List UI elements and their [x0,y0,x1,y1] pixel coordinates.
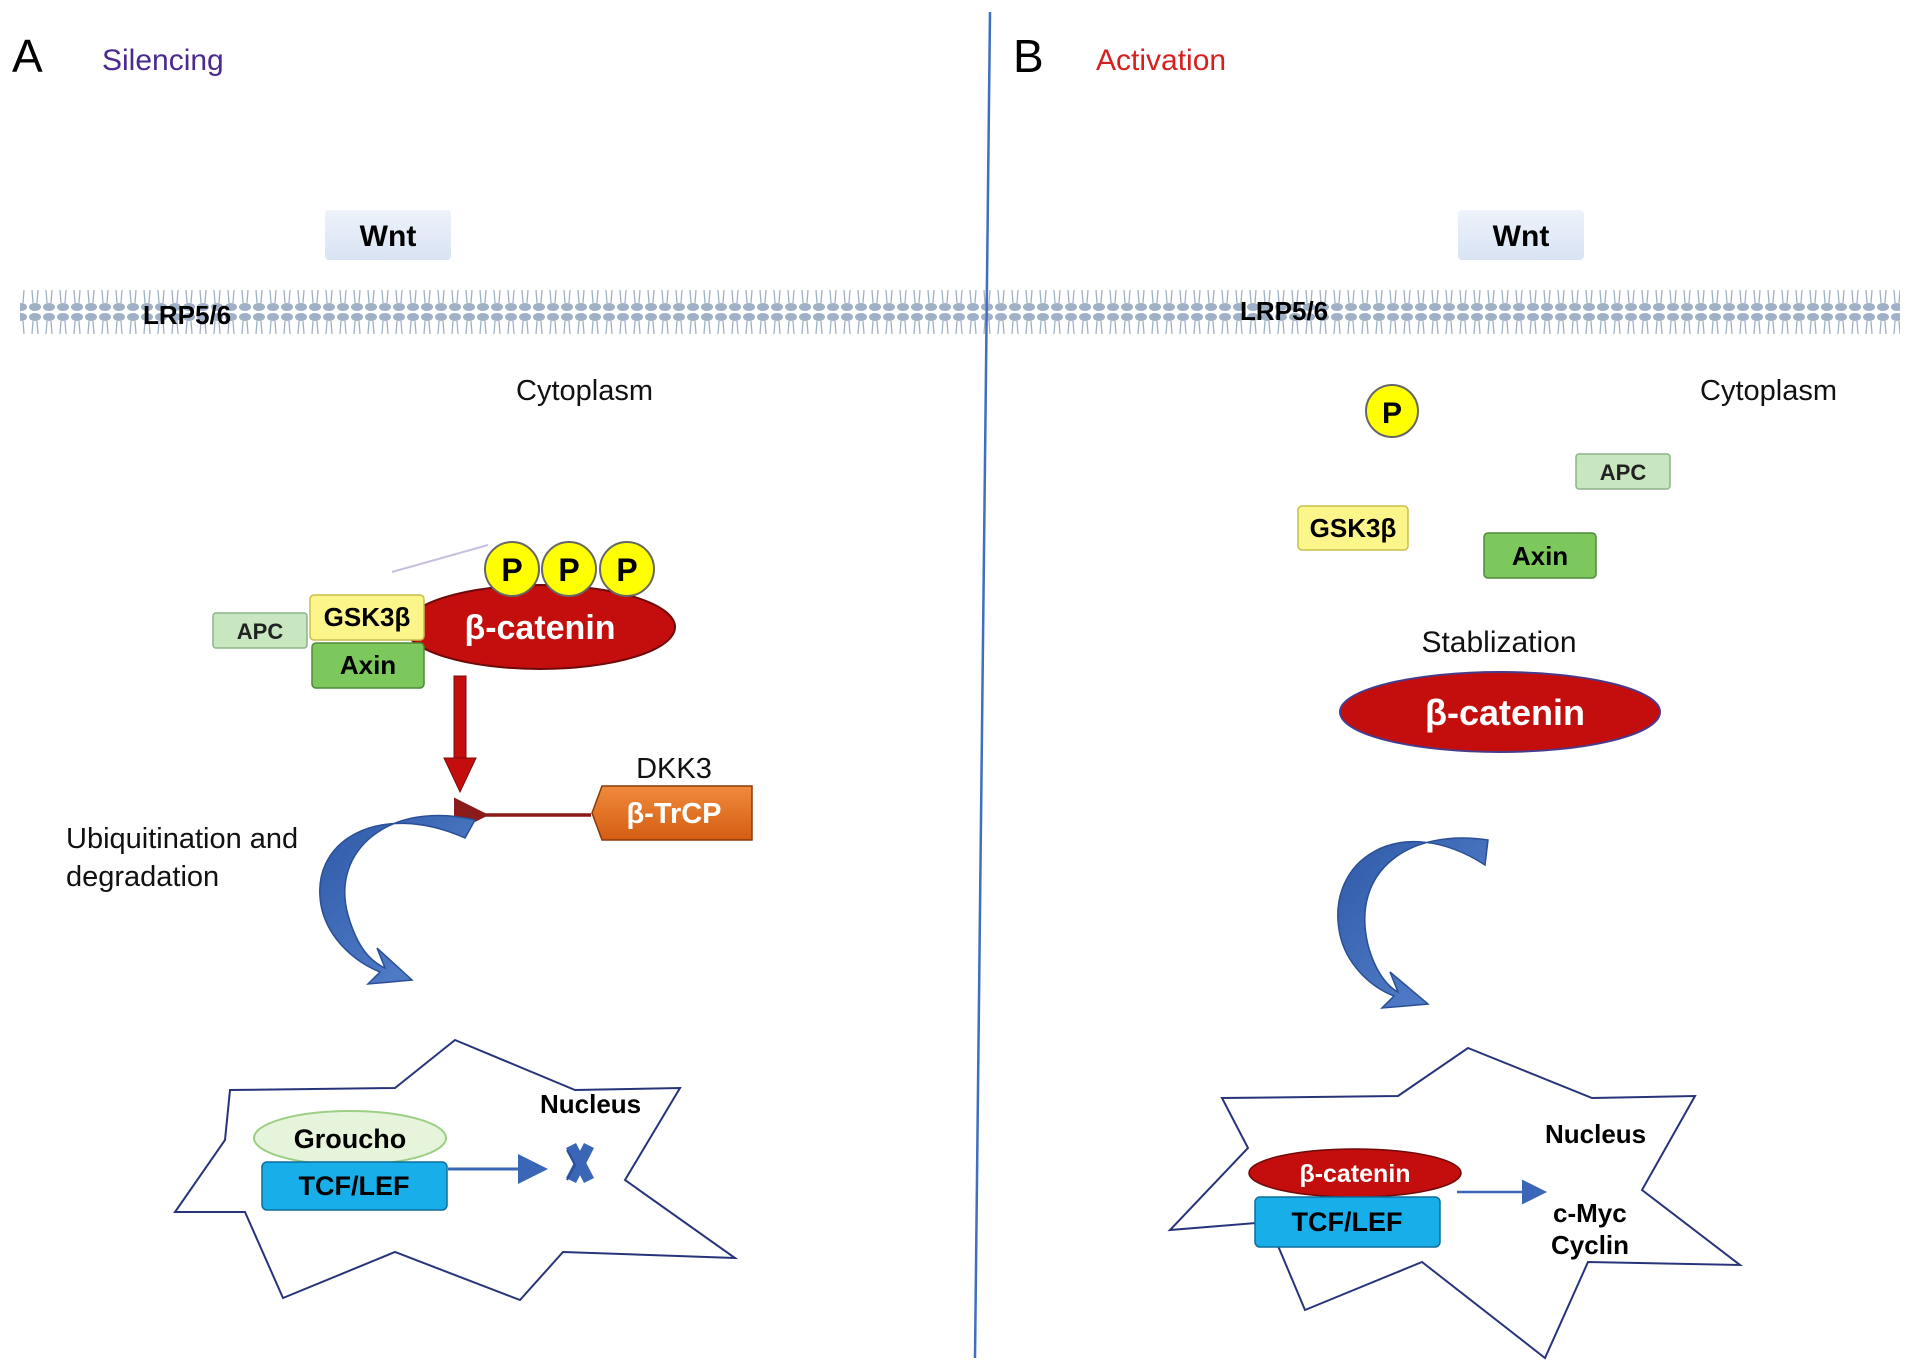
phospho-circle-1 [484,541,540,597]
phospho-circle-3 [599,541,655,597]
phospho-label-1: P [501,552,522,588]
btrcp-label: β-TrCP [626,798,721,830]
gsk3b-label-a: GSK3β [324,602,411,632]
wnt-label-b: Wnt [1493,220,1550,253]
beta-catenin-label-b: β-catenin [1425,692,1585,733]
phospho-circle-b [1365,384,1419,438]
wnt-label-a: Wnt [360,220,417,253]
lrp-label-b: LRP5/6 [1240,296,1328,326]
tcf-lef-label-a: TCF/LEF [299,1171,410,1201]
stabilization-label: Stablization [1421,626,1576,659]
tcf-lef-label-b: TCF/LEF [1292,1207,1403,1237]
nucleus-label-a: Nucleus [540,1089,641,1119]
panel-divider [973,11,992,1359]
gsk3b-box-a [309,594,425,641]
cell-membrane [20,283,1900,335]
nuclear-beta-catenin-label: β-catenin [1299,1160,1410,1188]
tcf-lef-box-a [261,1161,448,1211]
panel-b-letter: B [1013,30,1044,82]
tcf-lef-box-b [1254,1196,1441,1248]
panel-a-title: Silencing [102,44,224,77]
axin-label-a: Axin [340,650,396,680]
btrcp-box [591,785,753,841]
target-gene-2: Cyclin [1551,1230,1629,1260]
curved-arrow-a [319,814,477,985]
axin-box-a [311,642,425,689]
beta-catenin-label-a: β-catenin [464,609,615,647]
degradation-label-line1: Ubiquitination and [66,823,298,855]
phospho-label-2: P [558,552,579,588]
phospho-circle-2 [541,541,597,597]
gsk3b-label-b: GSK3β [1310,513,1397,543]
phospho-label-b: P [1382,397,1402,430]
phospho-label-3: P [616,552,637,588]
cytoplasm-label-a: Cytoplasm [516,375,653,407]
target-gene-1: c-Myc [1553,1198,1627,1228]
nucleus-b [1167,1046,1744,1360]
apc-label-b: APC [1600,460,1647,485]
apc-label-a: APC [237,619,284,644]
cytoplasm-label-b: Cytoplasm [1700,375,1837,407]
nucleus-label-b: Nucleus [1545,1119,1646,1149]
groucho-label: Groucho [294,1124,407,1154]
gsk3b-box-b [1297,505,1409,551]
curved-arrow-b [1337,837,1489,1009]
degradation-arrow-shaft [453,675,467,762]
beta-catenin-b [1339,671,1661,753]
wnt-box-b [1458,210,1584,260]
panel-a-letter: A [12,30,43,82]
phospho-group-a: P P P [484,541,655,597]
apc-box-a [212,612,308,649]
axin-label-b: Axin [1512,541,1568,571]
blocked-x-icon [566,1143,594,1183]
degradation-arrow-head [443,757,477,794]
phospho-tether [391,544,489,573]
dkk3-label: DKK3 [636,753,712,785]
wnt-box-a [325,210,451,260]
degradation-label-line2: degradation [66,861,219,893]
nucleus-a [173,1038,739,1302]
apc-box-b [1575,453,1671,490]
panel-b-title: Activation [1096,44,1226,77]
lrp-label-a: LRP5/6 [143,300,231,330]
axin-box-b [1483,532,1597,579]
